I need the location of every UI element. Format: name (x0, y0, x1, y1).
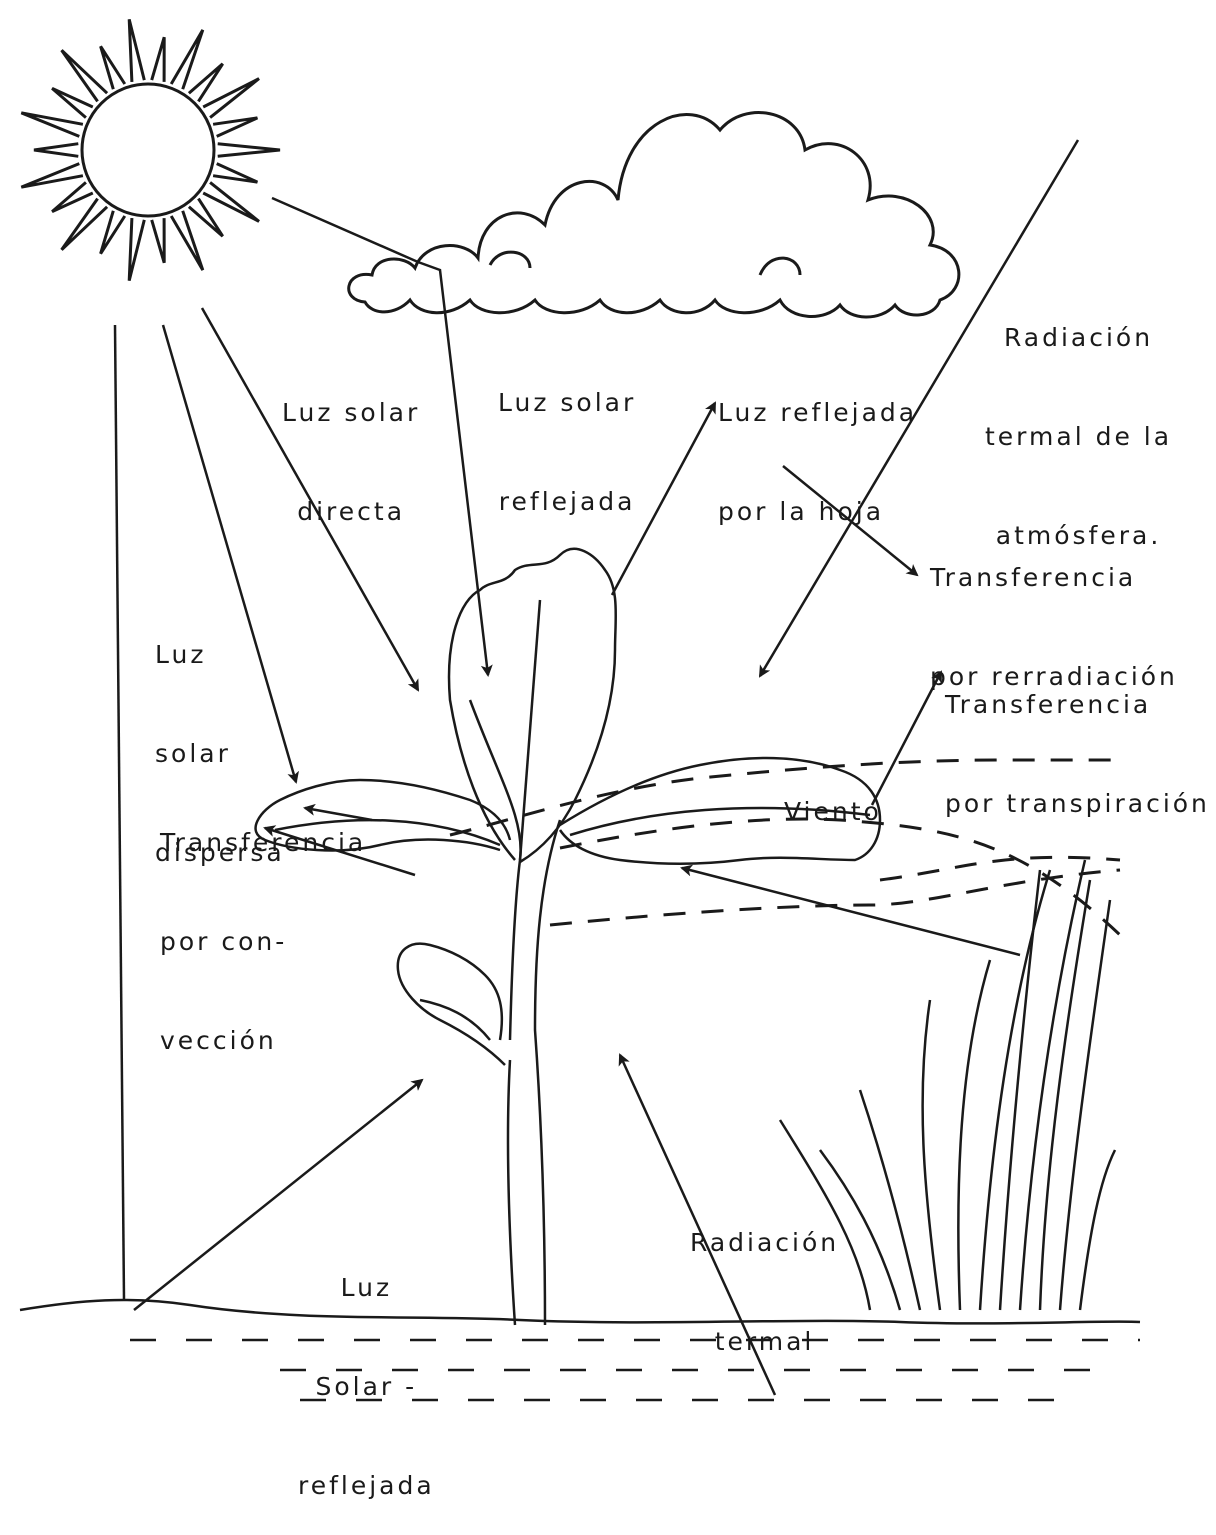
label-luz-solar-directa: Luz solar directa (282, 330, 420, 561)
energy-exchange-diagram: Luz solar directa Luz solar reflejada Lu… (0, 0, 1216, 1413)
ground-line (20, 1300, 1140, 1400)
label-transferencia-transpiracion: Transferencia por transpiración (945, 622, 1210, 853)
label-luz-solar-reflejada-suelo: Luz Solar - reflejada (298, 1205, 435, 1535)
label-luz-reflejada-hoja: Luz reflejada por la hoja (718, 330, 917, 561)
sun-icon (21, 19, 280, 280)
sun-rays (21, 19, 280, 280)
cloud-icon (349, 113, 959, 317)
label-luz-solar-reflejada-nube: Luz solar reflejada (498, 320, 636, 551)
label-viento: Viento (784, 795, 882, 828)
label-transferencia-conveccion: Transferencia por con- vección (160, 760, 366, 1090)
label-radiacion-termal: Radiación termal (690, 1160, 839, 1391)
